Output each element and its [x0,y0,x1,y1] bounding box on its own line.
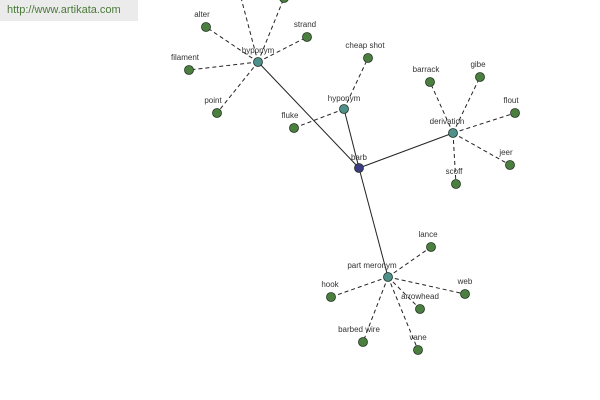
leaf-node-barrack-label: barrack [413,65,441,74]
leaf-node-point-label: point [204,96,222,105]
leaf-node-lance-label: lance [418,230,438,239]
edge-partmeronym-barbedwire [362,276,389,343]
edge-hyponym1-offtop2 [257,0,284,63]
leaf-node-gibe-label: gibe [470,60,486,69]
hub-node-derivation[interactable] [448,128,458,138]
leaf-node-hook[interactable] [326,292,336,302]
edge-hyponym1-alter [205,26,259,63]
edge-barb-hyponym1 [257,61,360,169]
hub-node-hyponym2-label: hyponym [328,94,361,103]
leaf-node-web[interactable] [460,289,470,299]
leaf-node-web-label: web [457,277,473,286]
hub-node-partmeronym-label: part meronym [347,261,397,270]
leaf-node-arrowhead[interactable] [415,304,425,314]
leaf-node-barrack[interactable] [425,77,435,87]
leaf-node-flout[interactable] [510,108,520,118]
leaf-node-scoff-label: scoff [446,167,464,176]
hub-node-hyponym1[interactable] [253,57,263,67]
edge-hyponym2-fluke [293,108,345,129]
leaf-node-lance[interactable] [426,242,436,252]
leaf-node-cheapshot-label: cheap shot [345,41,385,50]
edge-derivation-jeer [452,132,511,166]
leaf-node-filament[interactable] [184,65,194,75]
edge-derivation-barrack [429,81,454,134]
leaf-node-alter[interactable] [201,22,211,32]
edge-partmeronym-hook [330,276,389,298]
edge-derivation-scoff [452,132,457,185]
leaf-node-flout-label: flout [503,96,519,105]
edge-hyponym1-filament [188,61,259,71]
center-node-barb[interactable] [354,163,364,173]
center-node-barb-label: barb [351,153,368,162]
site-url[interactable]: http://www.artikata.com [0,0,138,21]
leaf-node-cheapshot[interactable] [363,53,373,63]
leaf-node-vane-label: vane [409,333,427,342]
leaf-node-fluke-label: fluke [282,111,299,120]
edge-hyponym2-cheapshot [343,57,369,110]
edge-barb-derivation [358,132,454,169]
leaf-node-arrowhead-label: arrowhead [401,292,439,301]
leaf-node-barbedwire-label: barbed wire [338,325,380,334]
leaf-node-fluke[interactable] [289,123,299,133]
leaf-node-vane[interactable] [413,345,423,355]
leaf-node-filament-label: filament [171,53,200,62]
edge-hyponym1-offtop1 [241,0,259,63]
leaf-node-alter-label: alter [194,10,210,19]
edge-partmeronym-lance [387,246,432,278]
edge-hyponym1-strand [257,36,308,63]
hub-node-derivation-label: derivation [430,117,465,126]
leaf-node-strand-label: strand [294,20,316,29]
edge-barb-hyponym2 [343,108,360,169]
leaf-node-point[interactable] [212,108,222,118]
leaf-node-jeer-label: jeer [498,148,513,157]
hub-node-hyponym2[interactable] [339,104,349,114]
hub-node-hyponym1-label: hyponym [242,46,275,55]
leaf-node-barbedwire[interactable] [358,337,368,347]
edge-derivation-gibe [452,76,481,134]
leaf-node-hook-label: hook [321,280,339,289]
leaf-node-gibe[interactable] [475,72,485,82]
edge-partmeronym-arrowhead [387,276,421,310]
edge-partmeronym-web [387,276,466,295]
leaf-node-strand[interactable] [302,32,312,42]
edge-barb-partmeronym [358,167,389,278]
edge-hyponym1-point [216,61,259,114]
leaf-node-offtop2[interactable] [279,0,289,3]
edge-partmeronym-vane [387,276,419,351]
leaf-node-jeer[interactable] [505,160,515,170]
leaf-node-scoff[interactable] [451,179,461,189]
edge-derivation-flout [452,112,516,134]
hub-node-partmeronym[interactable] [383,272,393,282]
